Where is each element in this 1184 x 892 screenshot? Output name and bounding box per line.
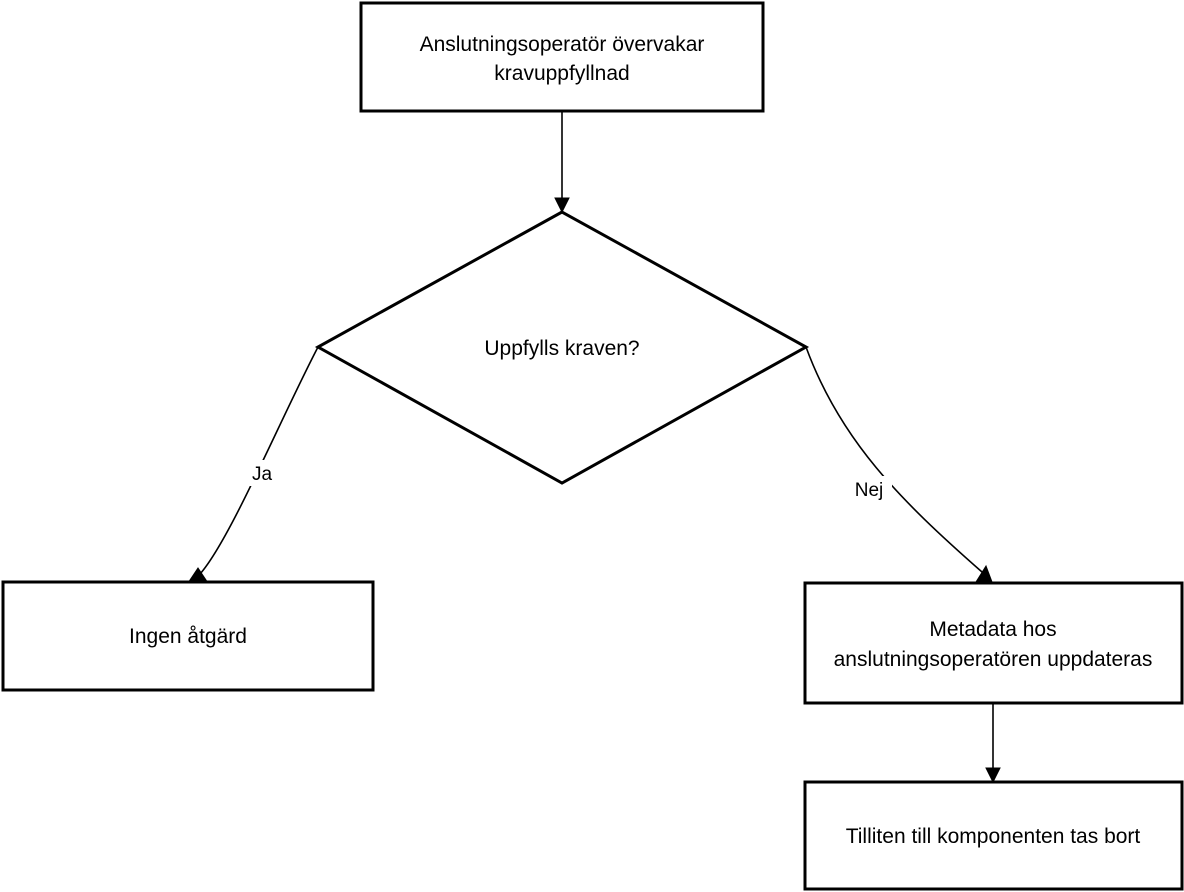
- edge-no: [805, 346, 983, 573]
- edge-label-no-bg: [848, 476, 892, 502]
- edge-label-no: Nej: [855, 480, 884, 501]
- node-no-action-text: Ingen åtgärd: [129, 625, 247, 648]
- process-node-metadata: Metadata hos anslutningsoperatören uppda…: [803, 581, 1184, 705]
- process-node-start: Anslutningsoperatör övervakar kravuppfyl…: [359, 1, 765, 113]
- arrowhead-icon: [189, 567, 207, 581]
- arrowhead-icon: [985, 767, 1001, 784]
- node-trust-removed-text: Tilliten till komponenten tas bort: [846, 825, 1141, 848]
- process-node-trust-removed: Tilliten till komponenten tas bort: [803, 780, 1184, 891]
- node-start-line-1: Anslutningsoperatör övervakar: [420, 33, 705, 56]
- node-metadata-line-1: Metadata hos: [929, 618, 1056, 641]
- process-node-no-action: Ingen åtgärd: [1, 580, 375, 692]
- decision-node: Uppfylls kraven?: [314, 210, 810, 485]
- decision-text: Uppfylls kraven?: [484, 337, 639, 360]
- arrowhead-icon: [554, 197, 570, 214]
- node-metadata-line-2: anslutningsoperatören uppdateras: [834, 648, 1153, 671]
- edge-label-yes-bg: [244, 460, 280, 486]
- node-start-line-2: kravuppfyllnad: [494, 62, 629, 85]
- edge-label-yes: Ja: [252, 464, 273, 485]
